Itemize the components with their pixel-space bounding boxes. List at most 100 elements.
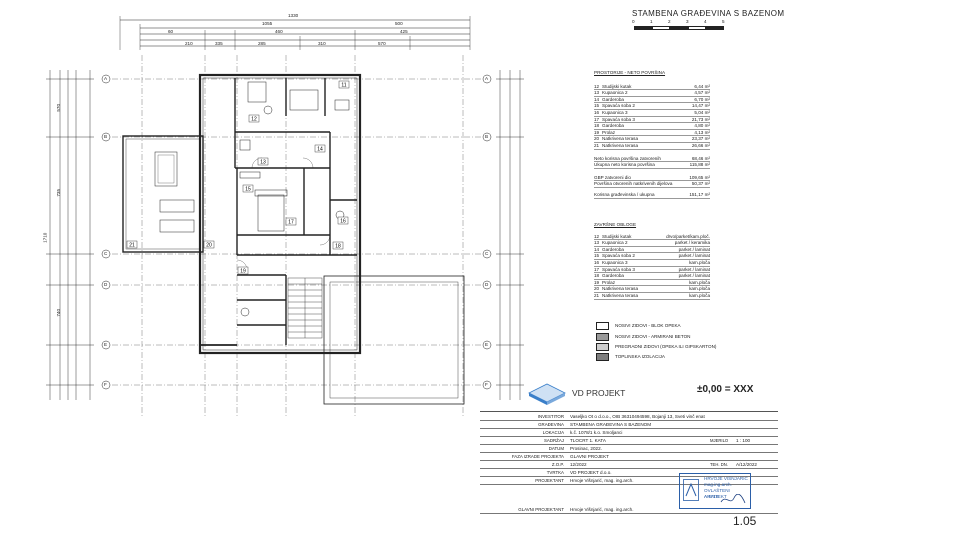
room-tag-box (237, 266, 249, 275)
finish-material: parket / laminat (678, 246, 710, 252)
title-block-extra-value: A/12/2022 (736, 461, 757, 467)
legend-label: NOSIVI ZIDOVI - ARMIRANI BETON (615, 333, 691, 339)
architect-stamp: HRVOJE VIŠNJARIĆ mag.ing.arch. OVLAŠTENI… (679, 473, 751, 509)
finish-num: 20 (594, 286, 600, 292)
scale-label-3: 3 (686, 19, 689, 24)
axis-label-d: D (104, 282, 108, 287)
finish-material: parket / laminat (678, 266, 710, 272)
summary-value: 115,88 m² (689, 162, 710, 168)
room-number: 16 (340, 219, 346, 225)
summary-label: Korisna građevinska / ukupna (594, 191, 655, 197)
stamp-name: HRVOJE VIŠNJARIĆ (704, 476, 748, 481)
room-tag-box (332, 241, 344, 250)
finish-material: kam.ploča (689, 292, 710, 298)
summary-label: GBP zatvoreni dio (594, 174, 631, 180)
title-block-label: PROJEKTANT (535, 477, 564, 483)
title-block-value: k.č. 1078/1 k.o. Smoljanci (570, 429, 623, 435)
dim-left-1: 570 (56, 103, 62, 112)
room-number: 17 (288, 220, 294, 226)
summary-row: GBP zatvoreni dio 109,65 m² (594, 175, 710, 182)
title-block-extra-value: 1 : 100 (736, 437, 751, 443)
summary-value: 151,17 m² (689, 191, 710, 197)
summary-value: 50,37 m² (691, 181, 710, 187)
finish-schedule-title: ZAVRŠNE OBLOGE (594, 222, 637, 227)
architect-stamp-icon (683, 479, 699, 501)
room-number: 14 (317, 147, 323, 153)
signature-icon (720, 494, 746, 504)
legend-label: NOSIVI ZIDOVI - BLOK OPEKA (615, 322, 681, 328)
room-name: Spavaća soba 3 (602, 116, 635, 122)
room-area: 14,47 m² (691, 103, 710, 109)
dim-left-3: 740 (56, 308, 62, 317)
finish-num: 12 (594, 233, 600, 239)
room-tag-box (126, 240, 138, 249)
room-area: 21,73 m² (691, 116, 710, 122)
legend-item-partition: PREGRADNI ZIDOVI (OPEKA ILI GIPSKARTON) (596, 342, 716, 351)
summary-label: Površina otvorenih natkrivenih dijelova (594, 181, 673, 187)
axis-label-b: B (485, 134, 489, 139)
title-block-value: 12/2022 (570, 461, 587, 467)
legend-label: PREGRADNI ZIDOVI (OPEKA ILI GIPSKARTON) (615, 343, 717, 349)
room-number: 12 (251, 117, 257, 123)
finish-num: 21 (594, 292, 600, 298)
drawing-title: STAMBENA GRAĐEVINA S BAZENOM (632, 9, 785, 18)
summary-value: 109,65 m² (689, 174, 710, 180)
finish-material: drvo/parket/kam.ploč. (666, 233, 710, 239)
dim-row4-2: 335 (215, 41, 223, 46)
room-area: 6,44 m² (694, 83, 710, 89)
title-block-label: GLAVNI PROJEKTANT (518, 506, 564, 512)
dim-row3-a: 60 (168, 29, 174, 34)
title-block-extra-label: MJERILO (710, 437, 729, 443)
room-tag-box (248, 114, 260, 123)
legend-swatch (596, 342, 609, 351)
legend-item-brick: NOSIVI ZIDOVI - BLOK OPEKA (596, 321, 681, 330)
room-num: 13 (594, 90, 600, 96)
finish-room-name: Prolaz (602, 279, 616, 285)
finish-material: parket / laminat (678, 253, 710, 259)
finish-num: 15 (594, 253, 600, 259)
room-num: 12 (594, 83, 600, 89)
axis-label-f: F (485, 382, 488, 387)
stamp-number: A 4718 (704, 494, 719, 499)
dim-row4-1: 210 (185, 41, 193, 46)
finish-room-name: Garderoba (602, 273, 624, 279)
dim-left-2: 735 (56, 188, 62, 197)
axis-label-e: E (485, 342, 489, 347)
room-num: 15 (594, 103, 600, 109)
finish-num: 13 (594, 240, 600, 246)
room-number: 21 (129, 243, 135, 249)
room-name: Studijski kutak (602, 83, 632, 89)
room-tag-box (337, 216, 349, 225)
room-area: 6,70 m² (694, 96, 710, 102)
title-block-label: GRAĐEVINA (538, 421, 564, 427)
finish-material: kam.ploča (689, 279, 710, 285)
room-num: 20 (594, 136, 600, 142)
finish-room-name: Studijski kutak (602, 233, 632, 239)
title-block-value: GLAVNI PROJEKT (570, 453, 609, 459)
title-block-value: STAMBENA GRAĐEVINA S BAZENOM (570, 421, 652, 427)
room-num: 19 (594, 129, 600, 135)
finish-material: parket / laminat (678, 273, 710, 279)
room-number: 18 (335, 244, 341, 250)
room-number: 15 (245, 187, 251, 193)
room-name: Garderoba (602, 96, 624, 102)
dim-row4-5: 570 (378, 41, 386, 46)
room-number: 20 (206, 243, 212, 249)
summary-row: Korisna građevinska / ukupna 151,17 m² (594, 192, 710, 199)
graphic-scale-bar: 0 1 2 3 4 5 (632, 19, 744, 37)
room-area: 4,80 m² (694, 123, 710, 129)
summary-value: 68,46 m² (691, 155, 710, 161)
